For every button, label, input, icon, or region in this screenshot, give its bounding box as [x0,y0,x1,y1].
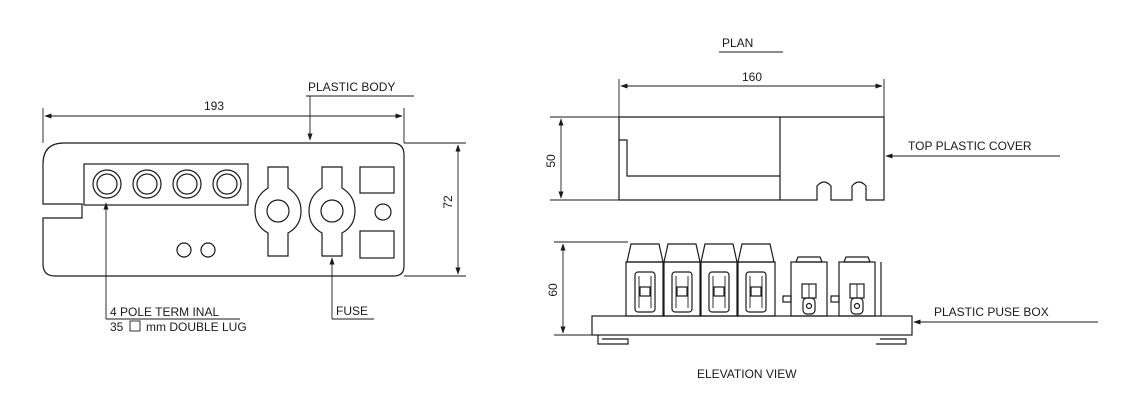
plan-view: PLAN 160 50 TOP PLASTIC COVER [544,36,1060,201]
fuse-holder-elevation-1 [782,256,828,317]
terminal-3 [172,169,202,199]
mounting-foot-left [597,335,629,345]
terminal-module-3 [699,243,739,317]
mounting-hole-2 [200,242,216,258]
terminal-label-line2-suffix: mm DOUBLE LUG [146,320,247,334]
terminal-label-line1: 4 POLE TERM INAL [110,305,219,319]
fuse-holder-1 [254,166,302,257]
plan-width-dimension-text: 160 [742,70,762,84]
base-plate [591,315,913,336]
indicator-window-top [359,166,395,194]
height-dimension-text: 72 [441,195,455,209]
elevation-title: ELEVATION VIEW [697,367,797,381]
side-view: 193 PLASTIC BODY 72 [42,80,466,334]
plastic-body-label: PLASTIC BODY [308,80,395,94]
elevation-height-dimension-text: 60 [546,283,560,297]
terminal-module-4 [736,243,776,317]
elevation-view: 60 [546,241,1098,381]
terminal-1 [92,169,122,199]
mounting-foot-right [876,338,907,345]
fuse-holder-elevation-2 [830,256,876,317]
top-cover-label: TOP PLASTIC COVER [908,139,1032,153]
terminal-module-2 [662,243,702,317]
fuse-label: FUSE [336,304,368,318]
length-dimension-text: 193 [204,99,224,113]
plan-title: PLAN [722,36,753,50]
top-cover-recess [619,139,780,177]
terminal-2 [132,169,162,199]
mounting-hole-1 [176,242,192,258]
terminal-module-1 [625,243,665,317]
fuse-box-label: PLASTIC PUSE BOX [934,305,1049,319]
indicator-window-bottom [359,230,395,259]
plan-height-dimension-text: 50 [544,154,558,168]
terminal-label-line2-prefix: 35 [110,320,124,334]
indicator-lamp [374,203,392,221]
square-symbol [129,320,141,332]
top-cover-outline [618,116,885,201]
fuse-holder-2 [308,166,356,257]
terminal-block [83,163,249,206]
plastic-body-outline [42,142,405,277]
terminal-4 [212,169,242,199]
